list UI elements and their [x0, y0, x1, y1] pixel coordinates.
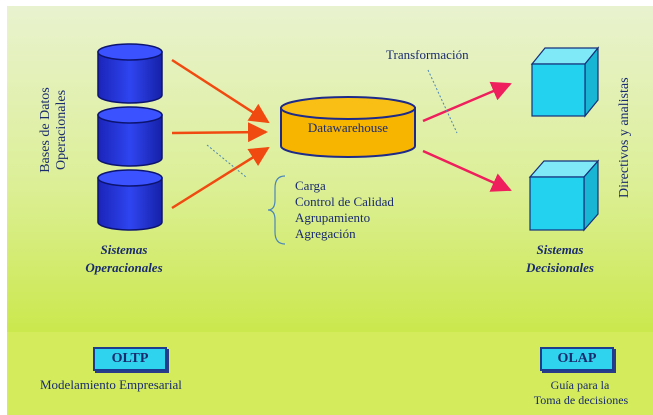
steps-brace: [267, 175, 286, 245]
database-cylinder-1: [97, 43, 163, 104]
oltp-tag: OLTP: [93, 347, 167, 371]
database-cylinder-2: [97, 106, 163, 167]
step-control-calidad: Control de Calidad: [295, 194, 394, 209]
step-agregacion: Agregación: [295, 226, 356, 241]
decision-cube-1: [530, 46, 600, 118]
step-agrupamiento: Agrupamiento: [295, 210, 371, 225]
decision-side-label: Directivos y analistas: [617, 77, 632, 198]
footer-band: [7, 332, 653, 415]
sources-label: Bases de Datos Operacionales: [38, 87, 69, 173]
arrow-warehouse-to-decision-1: [422, 81, 512, 123]
oltp-caption: Modelamiento Empresarial: [40, 377, 182, 392]
decision-cube-2: [528, 159, 600, 232]
sistemas-decisionales-label: Sistemas Decisionales: [526, 242, 594, 275]
arrow-source-2-to-warehouse: [171, 122, 268, 143]
olap-caption-line2: Toma de decisiones: [533, 393, 629, 407]
dashed-connector-steps: [206, 144, 247, 178]
olap-tag: OLAP: [540, 347, 614, 371]
arrow-source-3-to-warehouse: [171, 146, 270, 210]
datawarehouse-label: Datawarehouse: [307, 120, 389, 135]
step-carga: Carga: [295, 178, 326, 193]
sistemas-operacionales-label: Sistemas Operacionales: [85, 242, 163, 275]
database-cylinder-3: [97, 169, 163, 231]
datawarehouse-cylinder: [280, 96, 416, 158]
arrow-warehouse-to-decision-2: [422, 149, 512, 192]
olap-caption-line1: Guía para la: [550, 378, 610, 392]
process-steps: Carga Control de Calidad Agrupamiento Ag…: [295, 178, 394, 242]
arrow-source-1-to-warehouse: [171, 58, 270, 124]
dashed-connector-transformation: [427, 69, 458, 134]
transformation-label: Transformación: [386, 47, 469, 62]
